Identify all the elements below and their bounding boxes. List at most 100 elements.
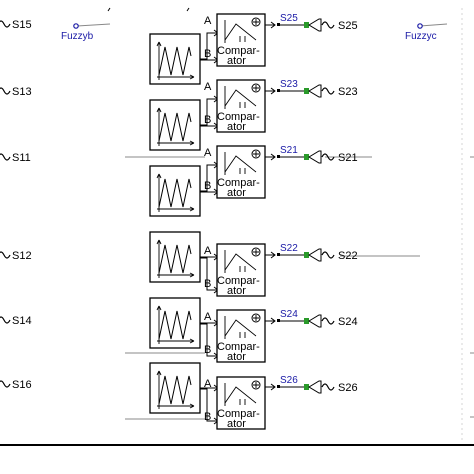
wire bbox=[200, 323, 217, 357]
comparator-label: ator bbox=[227, 121, 246, 133]
output-label: S21 bbox=[338, 152, 358, 164]
tick-mark bbox=[186, 7, 190, 12]
input-a-label: A bbox=[204, 147, 212, 159]
left-label-row: S13 bbox=[0, 86, 32, 98]
input-b-label: B bbox=[204, 411, 211, 423]
tilde-icon bbox=[0, 20, 11, 28]
comparator-label: Compar- bbox=[217, 45, 260, 57]
fuzzy-label-b: Fuzzyb bbox=[61, 31, 94, 42]
tilde-icon bbox=[321, 21, 335, 29]
port-marker bbox=[304, 22, 309, 28]
output-label: S24 bbox=[338, 316, 358, 328]
wire bbox=[200, 164, 217, 192]
signal-label: S22 bbox=[280, 243, 298, 254]
signal-label: S24 bbox=[280, 309, 298, 320]
speaker-icon bbox=[308, 84, 322, 98]
wire bbox=[200, 32, 217, 60]
speaker-icon bbox=[308, 380, 322, 394]
left-label-row: S15 bbox=[0, 19, 32, 31]
output-node bbox=[277, 253, 280, 256]
input-b-label: B bbox=[204, 48, 211, 60]
left-label: S15 bbox=[12, 19, 32, 31]
comparator-block: Compar- ator bbox=[216, 13, 266, 67]
circuit-row: Compar- ator A B S23 S23 bbox=[149, 79, 358, 151]
left-label: S11 bbox=[12, 152, 31, 164]
output-label: S25 bbox=[338, 20, 358, 32]
input-b-label: B bbox=[204, 344, 211, 356]
tilde-icon bbox=[321, 87, 335, 95]
output-node bbox=[277, 385, 280, 388]
output-node bbox=[277, 319, 280, 322]
circuit-row: Compar- ator A B S26 S26 bbox=[149, 362, 358, 430]
port-marker bbox=[304, 154, 309, 160]
comparator-block: Compar- ator bbox=[216, 309, 266, 363]
left-label-row: S12 bbox=[0, 250, 32, 262]
input-a-label: A bbox=[204, 15, 212, 27]
wire bbox=[200, 257, 217, 291]
comparator-label: ator bbox=[227, 55, 246, 67]
comparator-label: Compar- bbox=[217, 177, 260, 189]
wire bbox=[200, 388, 217, 422]
comparator-label: Compar- bbox=[217, 341, 260, 353]
signal-generator bbox=[149, 99, 201, 151]
signal-generator bbox=[149, 297, 201, 349]
signal-generator bbox=[149, 362, 201, 414]
fuzzy-label-c: Fuzzyc bbox=[405, 31, 437, 42]
left-label: S14 bbox=[12, 315, 32, 327]
speaker-icon bbox=[308, 248, 322, 262]
input-b-label: B bbox=[204, 278, 211, 290]
port-marker bbox=[304, 318, 309, 324]
tick-mark bbox=[107, 7, 111, 12]
circuit-row: Compar- ator A B S22 S22 bbox=[149, 231, 358, 297]
comparator-label: ator bbox=[227, 187, 246, 199]
tilde-icon bbox=[321, 317, 335, 325]
tilde-icon bbox=[0, 380, 11, 388]
tilde-icon bbox=[321, 251, 335, 259]
signal-label: S23 bbox=[280, 79, 298, 90]
output-node bbox=[277, 23, 280, 26]
input-b-label: B bbox=[204, 180, 211, 192]
comparator-label: ator bbox=[227, 285, 246, 297]
tilde-icon bbox=[0, 251, 11, 259]
output-node bbox=[277, 89, 280, 92]
terminal-dot-icon bbox=[417, 23, 423, 29]
left-label: S16 bbox=[12, 379, 32, 391]
comparator-label: ator bbox=[227, 418, 246, 430]
port-marker bbox=[304, 384, 309, 390]
circuit-row: Compar- ator A B S24 S24 bbox=[149, 297, 358, 363]
circuit-row: Compar- ator A B S25 S25 bbox=[149, 13, 358, 85]
input-b-label: B bbox=[204, 114, 211, 126]
input-a-label: A bbox=[204, 311, 212, 323]
input-a-label: A bbox=[204, 245, 212, 257]
signal-generator bbox=[149, 231, 201, 283]
signal-label: S26 bbox=[280, 375, 298, 386]
left-label-row: S16 bbox=[0, 379, 32, 391]
signal-label: S25 bbox=[280, 13, 298, 24]
comparator-block: Compar- ator bbox=[216, 145, 266, 199]
input-a-label: A bbox=[204, 378, 212, 390]
circuit-row: Compar- ator A B S21 S21 bbox=[149, 145, 358, 217]
port-marker bbox=[304, 88, 309, 94]
tilde-icon bbox=[321, 383, 335, 391]
left-label-row: S14 bbox=[0, 315, 32, 327]
output-label: S26 bbox=[338, 382, 358, 394]
tilde-icon bbox=[0, 87, 11, 95]
comparator-label: Compar- bbox=[217, 408, 260, 420]
fuzzy-terminal-b: Fuzzyb bbox=[61, 23, 111, 42]
terminal-dot-icon bbox=[73, 23, 79, 29]
output-node bbox=[277, 155, 280, 158]
comparator-block: Compar- ator bbox=[216, 243, 266, 297]
signal-label: S21 bbox=[280, 145, 298, 156]
output-label: S23 bbox=[338, 86, 358, 98]
comparator-label: Compar- bbox=[217, 111, 260, 123]
comparator-block: Compar- ator bbox=[216, 376, 266, 430]
speaker-icon bbox=[308, 18, 322, 32]
port-marker bbox=[304, 252, 309, 258]
tilde-icon bbox=[0, 153, 11, 161]
output-label: S22 bbox=[338, 250, 358, 262]
signal-generator bbox=[149, 165, 201, 217]
left-label: S13 bbox=[12, 86, 32, 98]
fuzzy-terminal-c: Fuzzyc bbox=[405, 23, 448, 42]
left-label-row: S11 bbox=[0, 152, 31, 164]
